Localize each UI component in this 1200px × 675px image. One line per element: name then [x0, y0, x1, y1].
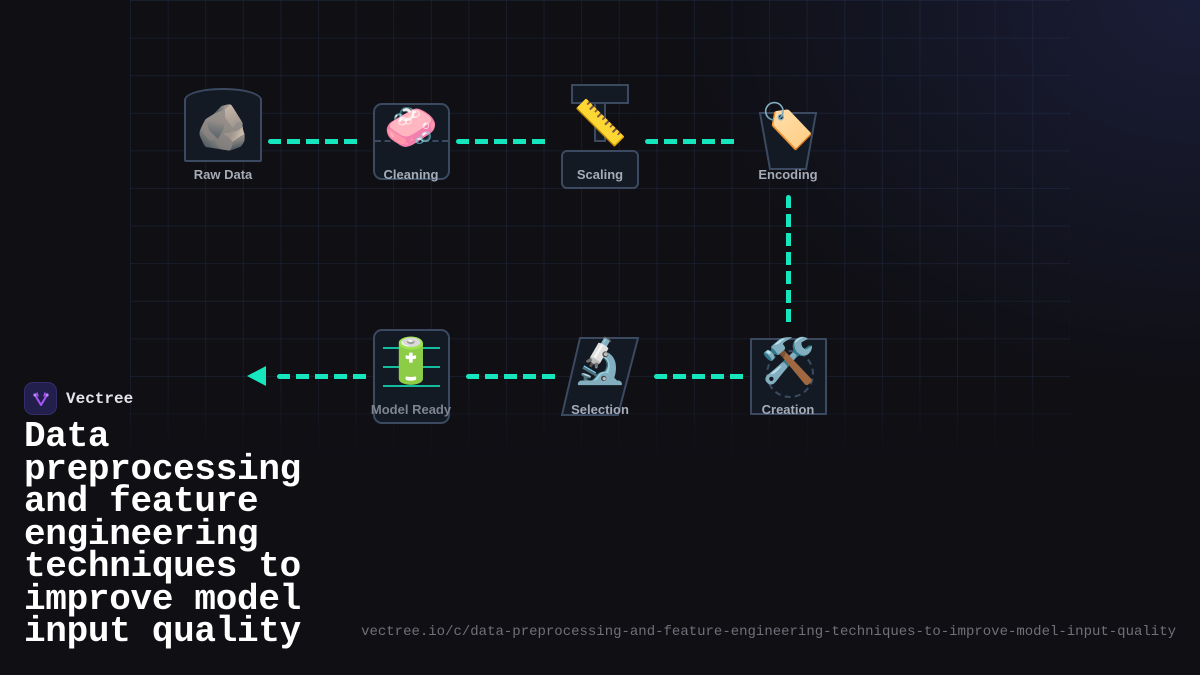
node-model-ready[interactable]: 🔋 Model Ready — [341, 328, 481, 428]
node-stripe — [383, 347, 440, 349]
node-dashed-divider — [375, 140, 448, 142]
edge-creation-to-selection — [654, 374, 749, 379]
edge-raw-data-to-cleaning — [268, 139, 363, 144]
tag-icon: 🏷️ — [760, 101, 816, 152]
edge-encoding-to-creation — [786, 195, 791, 328]
microscope-icon: 🔬 — [572, 336, 628, 387]
brand[interactable]: Vectree — [24, 382, 133, 415]
node-encoding[interactable]: 🏷️ Encoding — [718, 100, 858, 190]
node-label: Creation — [761, 402, 815, 417]
brand-name: Vectree — [66, 389, 134, 408]
node-label: Raw Data — [193, 167, 253, 182]
battery-icon: 🔋 — [383, 336, 439, 387]
page-title: Data preprocessing and feature engineeri… — [24, 416, 301, 652]
node-selection[interactable]: 🔬 Selection — [530, 336, 670, 421]
rock-icon: 🪨 — [195, 102, 251, 153]
node-label: Selection — [571, 402, 629, 417]
node-label: Encoding — [758, 167, 818, 182]
node-dashed-ring — [766, 350, 814, 398]
node-shape-arched — [184, 88, 262, 162]
vectree-logo-icon — [24, 382, 57, 415]
node-stripe — [383, 385, 440, 387]
edge-selection-to-model-ready — [466, 374, 561, 379]
node-label: Model Ready — [370, 402, 452, 417]
node-shape-parallelogram — [560, 337, 640, 416]
node-label: Scaling — [576, 167, 624, 182]
edge-model-ready-to-output — [277, 374, 372, 379]
node-stripe — [383, 366, 440, 368]
page-url[interactable]: vectree.io/c/data-preprocessing-and-feat… — [361, 624, 1176, 640]
node-creation[interactable]: 🛠️ Creation — [718, 336, 858, 421]
node-shape-pedestal-stem — [594, 102, 606, 142]
node-shape-rounded — [373, 329, 450, 424]
hammer-wrench-icon: 🛠️ — [760, 336, 816, 387]
output-arrowhead-icon — [247, 366, 266, 386]
edge-cleaning-to-scaling — [456, 139, 551, 144]
node-shape-trapezoid — [758, 112, 818, 170]
ruler-icon: 📏 — [572, 98, 628, 149]
edge-scaling-to-encoding — [645, 139, 740, 144]
node-raw-data[interactable]: 🪨 Raw Data — [153, 86, 293, 186]
node-scaling[interactable]: 📏 Scaling — [530, 82, 670, 192]
node-cleaning[interactable]: 🧼 Cleaning — [341, 102, 481, 182]
soap-icon: 🧼 — [383, 102, 439, 153]
node-shape-pedestal-base — [561, 150, 639, 189]
node-label: Cleaning — [383, 167, 439, 182]
